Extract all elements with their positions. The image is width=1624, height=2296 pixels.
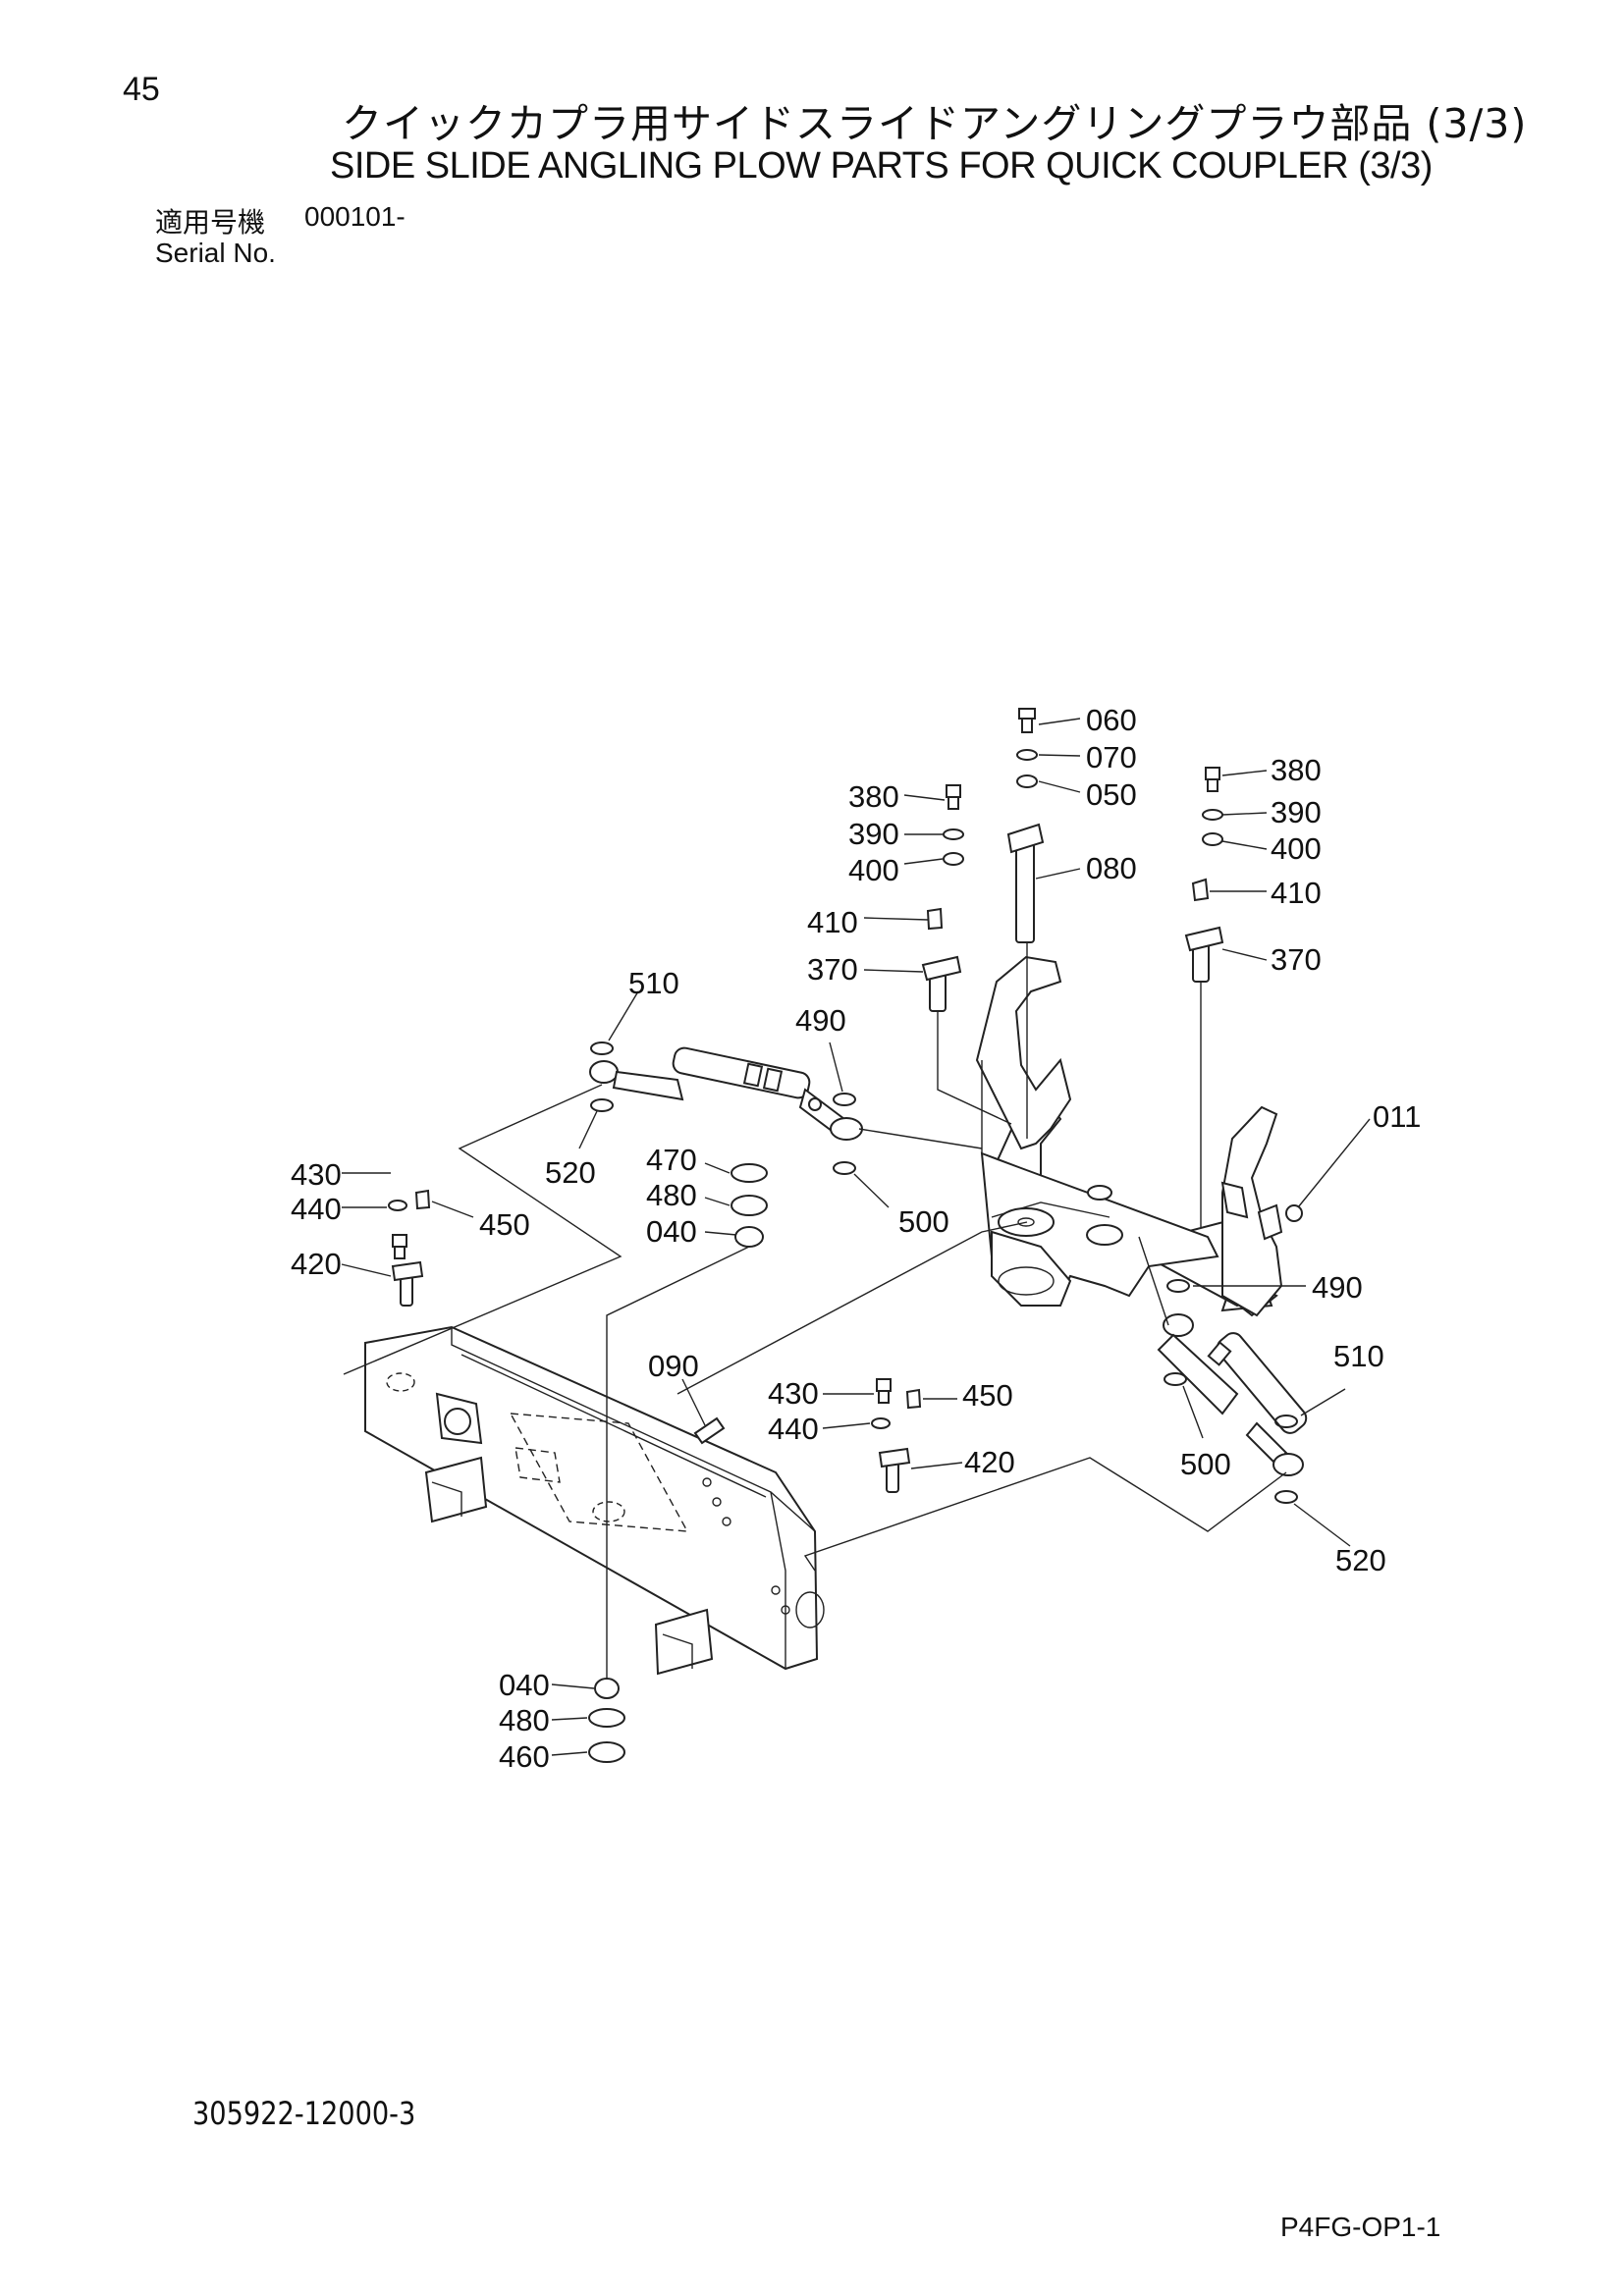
callout-480-lower: 480 [499,1703,550,1737]
callout-050: 050 [1086,777,1137,812]
callout-090: 090 [648,1349,699,1383]
callout-370-left: 370 [807,952,858,987]
assembly-lines [343,942,1287,1679]
page-title-english: SIDE SLIDE ANGLING PLOW PARTS FOR QUICK … [330,145,1433,187]
callout-380-left: 380 [848,779,899,814]
callout-520-left: 520 [545,1155,596,1190]
callout-040-lower: 040 [499,1668,550,1702]
callout-510-right: 510 [1333,1339,1384,1373]
pin-assemblies [388,708,1298,1763]
hydraulic-cylinder-left [589,1046,863,1141]
callout-380-right: 380 [1271,753,1322,787]
callout-060: 060 [1086,703,1137,737]
callout-420-right: 420 [964,1445,1015,1479]
callout-440-left: 440 [291,1192,342,1226]
main-frame [364,1325,825,1676]
callout-470: 470 [646,1143,697,1177]
callout-440-right: 440 [768,1412,819,1446]
callout-490-upper: 490 [795,1003,846,1038]
callout-390-right: 390 [1271,795,1322,829]
serial-label-english: Serial No. [155,238,276,268]
callout-410-left: 410 [807,905,858,939]
page-title-japanese: クイックカプラ用サイドスライドアングリングプラウ部品 (3/3) [342,100,1528,147]
callout-480-upper: 480 [646,1178,697,1212]
callout-490-lower: 490 [1312,1270,1363,1305]
callout-400-left: 400 [848,853,899,887]
callout-011: 011 [1373,1099,1421,1134]
figure-code: P4FG-OP1-1 [1280,2212,1441,2242]
callout-040-upper: 040 [646,1214,697,1249]
callout-410-right: 410 [1271,876,1322,910]
callout-080: 080 [1086,851,1137,885]
callout-500-right: 500 [1180,1447,1231,1481]
callout-430-left: 430 [291,1157,342,1192]
callout-520-right: 520 [1335,1543,1386,1577]
hydraulic-cylinder-right [1157,1313,1308,1476]
callout-510-left: 510 [628,966,679,1000]
quick-coupler-bracket [975,955,1303,1317]
callout-500-left: 500 [898,1204,949,1239]
serial-label-japanese: 適用号機 [155,206,266,239]
leader-lines [341,718,1371,1756]
page-number: 45 [123,71,160,108]
callout-420-left: 420 [291,1247,342,1281]
callout-460: 460 [499,1739,550,1774]
callout-370-right: 370 [1271,942,1322,977]
callout-450-right: 450 [962,1378,1013,1413]
callout-390-left: 390 [848,817,899,851]
callout-450-left: 450 [479,1207,530,1242]
callout-labels: 060 070 050 080 380 390 400 410 370 380 … [291,703,1421,1774]
callout-430-right: 430 [768,1376,819,1411]
drawing-number: 305922-12000-3 [192,2095,416,2132]
callout-070: 070 [1086,740,1137,774]
serial-number-value: 000101- [304,201,406,232]
callout-400-right: 400 [1271,831,1322,866]
